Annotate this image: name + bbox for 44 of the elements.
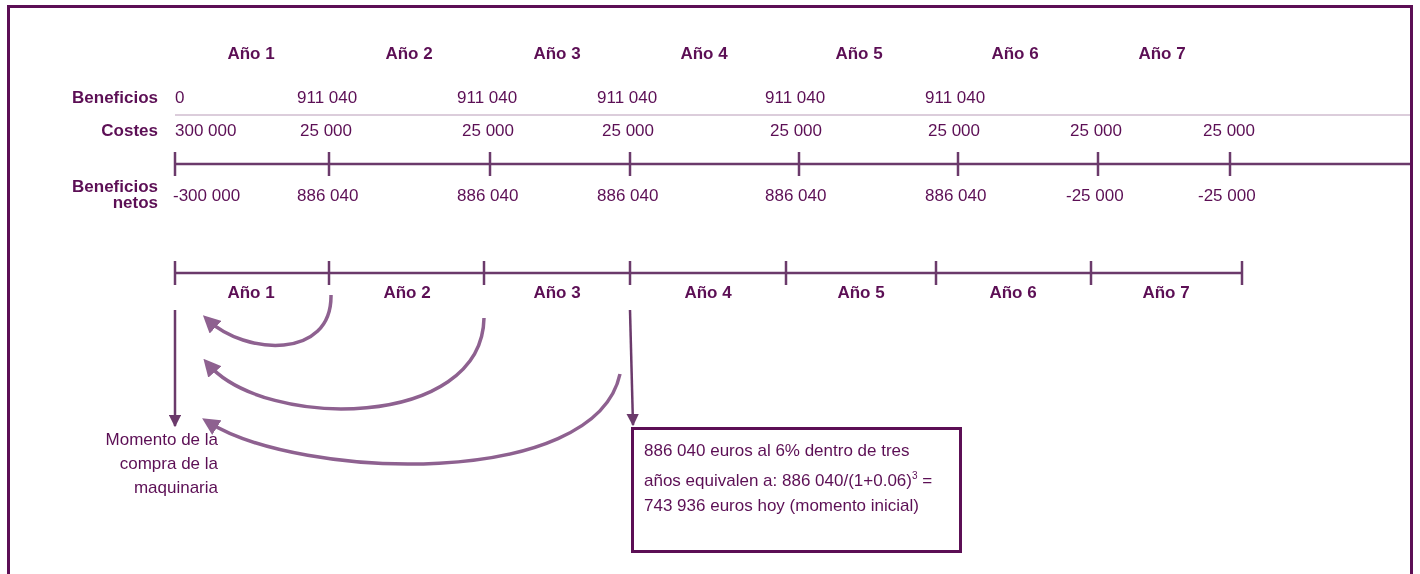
heading-label: Año 5 xyxy=(834,44,884,64)
curved-arrow xyxy=(201,373,622,466)
value-label: 911 040 xyxy=(925,88,986,108)
note-box: 886 040 euros al 6% dentro de tres años equivalen a: 886 040/(1+0.06)$^{3}$ = 743 936 euros hoy (momento inicial) xyxy=(631,427,962,553)
heading-label: Año 3 xyxy=(532,44,582,64)
heading-label: Año 2 xyxy=(382,283,432,303)
value-label: 25 000 xyxy=(1070,121,1122,141)
value-label: 911 040 xyxy=(297,88,358,108)
value-label: 25 000 xyxy=(602,121,654,141)
heading-label: Año 5 xyxy=(836,283,886,303)
value-label: 0 xyxy=(175,88,185,108)
value-label: -25 000 xyxy=(1066,186,1124,206)
value-label: 25 000 xyxy=(1203,121,1255,141)
value-label: 911 040 xyxy=(457,88,518,108)
heading-label: Año 6 xyxy=(990,44,1040,64)
heading-label: Beneficios xyxy=(71,88,158,108)
value-label: 886 040 xyxy=(925,186,987,206)
value-label: -25 000 xyxy=(1198,186,1256,206)
value-label: 25 000 xyxy=(770,121,822,141)
heading-label: Costes xyxy=(100,121,158,141)
value-label: 25 000 xyxy=(300,121,352,141)
value-label: 25 000 xyxy=(928,121,980,141)
value-label: 911 040 xyxy=(597,88,658,108)
heading-label: Año 7 xyxy=(1141,283,1191,303)
heading-label: Año 2 xyxy=(384,44,434,64)
heading-label: Año 4 xyxy=(679,44,729,64)
heading-label: Año 1 xyxy=(226,44,276,64)
value-label: 886 040 xyxy=(597,186,659,206)
value-label: 886 040 xyxy=(765,186,827,206)
value-label: 300 000 xyxy=(175,121,237,141)
value-label: 25 000 xyxy=(462,121,514,141)
heading-label: Año 4 xyxy=(683,283,733,303)
heading-label: Año 6 xyxy=(988,283,1038,303)
value-label: 911 040 xyxy=(765,88,826,108)
heading-label: Beneficios netos xyxy=(71,179,158,211)
arrow xyxy=(626,309,639,427)
heading-label: Año 3 xyxy=(532,283,582,303)
value-label: 886 040 xyxy=(297,186,359,206)
heading-label: Año 7 xyxy=(1137,44,1187,64)
heading-label: Año 1 xyxy=(226,283,276,303)
value-label: -300 000 xyxy=(173,186,241,206)
note-text: Momento de la compra de la maquinaria xyxy=(78,428,218,500)
value-label: 886 040 xyxy=(457,186,519,206)
arrow xyxy=(168,310,182,428)
